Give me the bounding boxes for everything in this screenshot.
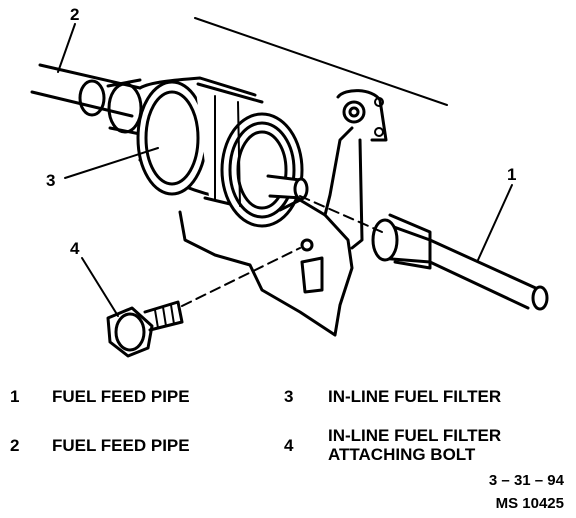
left-fuel-feed-pipe bbox=[30, 63, 143, 136]
leader-line-3 bbox=[64, 147, 159, 179]
legend-number: 3 bbox=[284, 387, 294, 406]
leader-line-4 bbox=[81, 257, 119, 317]
date-code: 3 – 31 – 94 bbox=[488, 472, 564, 489]
figure-code: MS 10425 bbox=[495, 495, 564, 512]
alignment-line-bolt bbox=[181, 247, 301, 307]
legend-label: FUEL FEED PIPE bbox=[52, 387, 190, 406]
leader-line-2 bbox=[57, 23, 76, 73]
legend-number: 2 bbox=[10, 436, 20, 455]
callout-2: 2 bbox=[70, 5, 79, 24]
right-fuel-feed-pipe bbox=[371, 213, 549, 311]
callout-4: 4 bbox=[70, 239, 80, 258]
legend-number: 4 bbox=[284, 436, 294, 455]
body-edge-line bbox=[194, 17, 448, 106]
fuel-filter-body bbox=[136, 76, 309, 228]
leader-line-1 bbox=[477, 184, 513, 261]
callout-1: 1 bbox=[507, 165, 516, 184]
fuel-filter-illustration: 1 2 3 4 bbox=[30, 5, 549, 358]
mounting-bracket bbox=[178, 89, 388, 337]
alignment-line-pipe bbox=[299, 195, 383, 233]
legend-label: IN-LINE FUEL FILTER bbox=[328, 387, 502, 406]
legend-label: FUEL FEED PIPE bbox=[52, 436, 190, 455]
callout-3: 3 bbox=[46, 171, 55, 190]
attaching-bolt bbox=[106, 300, 184, 358]
legend-number: 1 bbox=[10, 387, 20, 406]
legend-label: IN-LINE FUEL FILTER ATTACHING BOLT bbox=[328, 426, 502, 464]
